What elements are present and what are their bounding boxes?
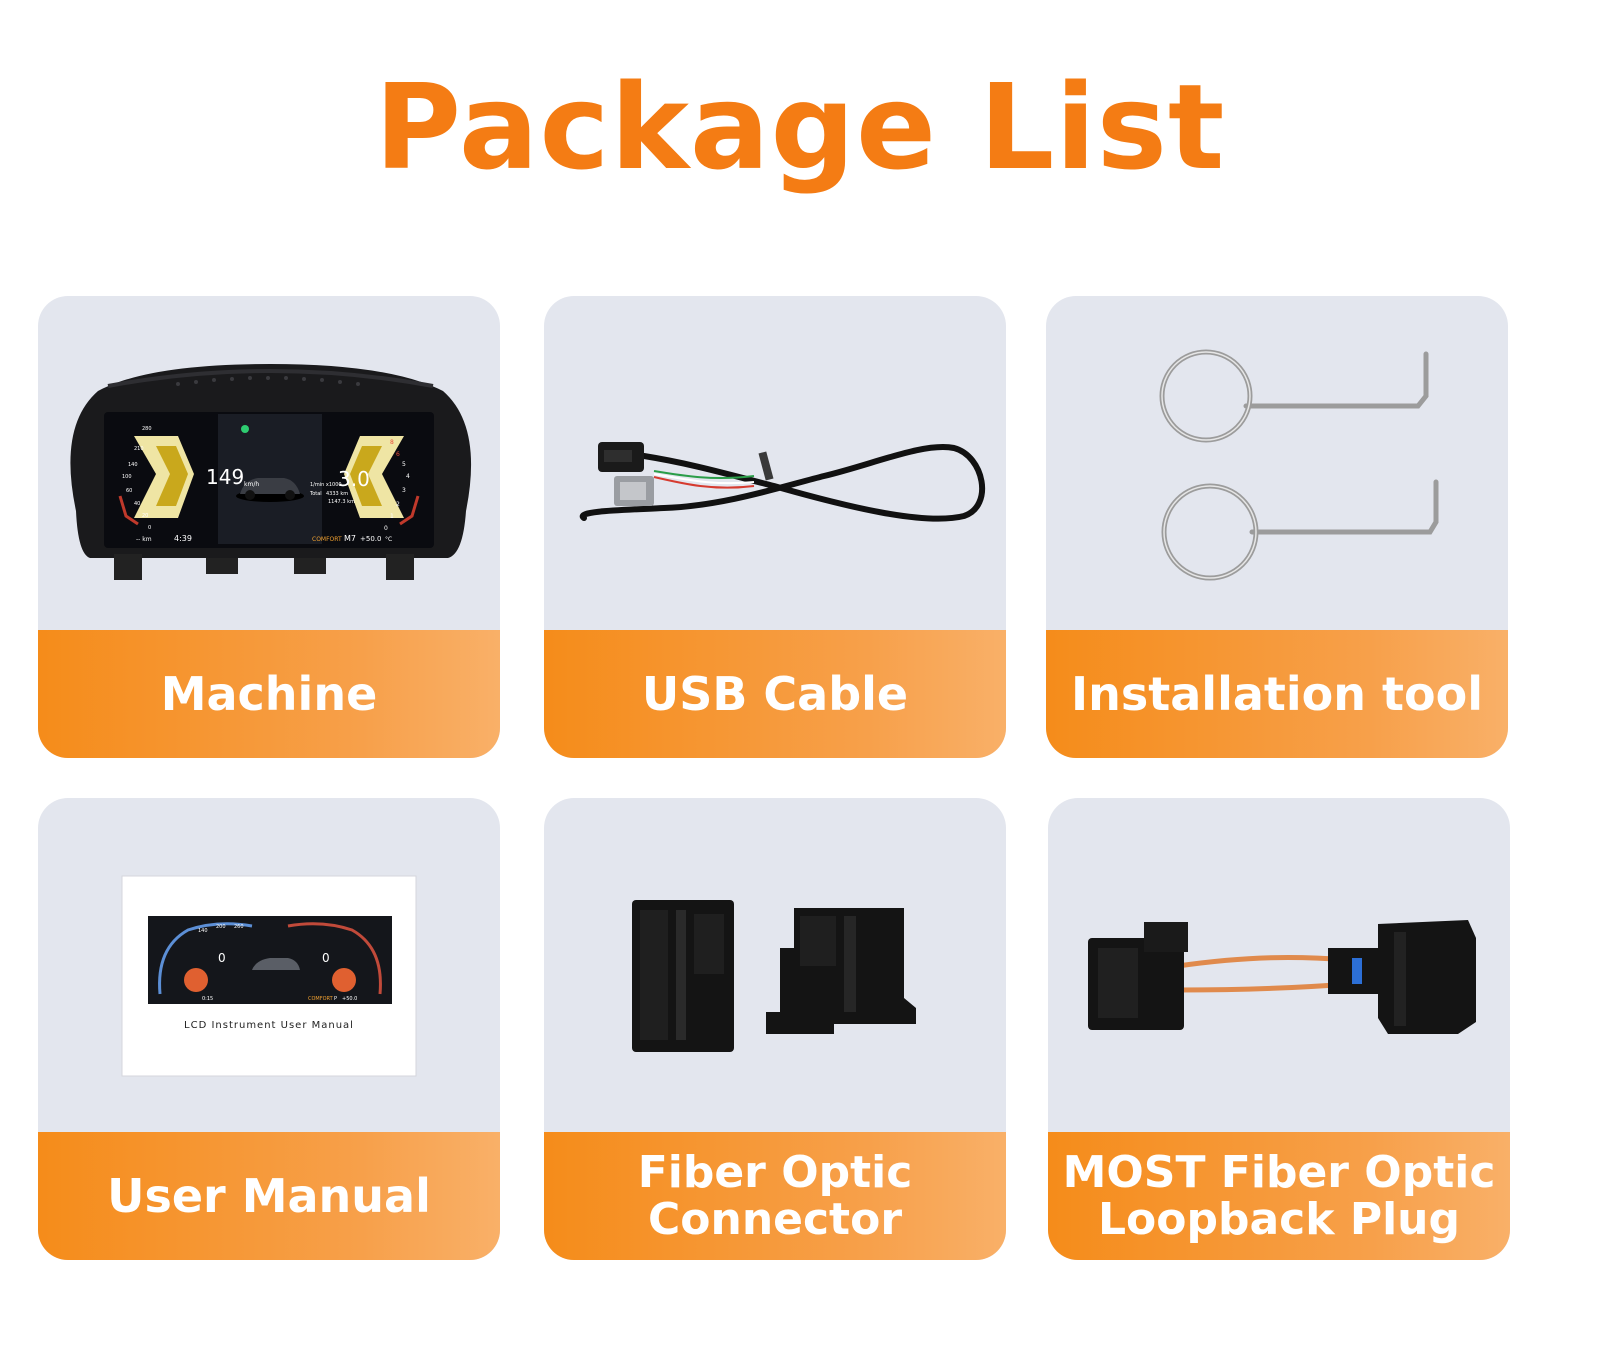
dash-time: 4:39 (174, 534, 192, 543)
svg-text:140: 140 (128, 462, 138, 468)
card-band: MOST Fiber Optic Loopback Plug (1048, 1132, 1510, 1260)
dash-temp: +50.0 (360, 535, 381, 543)
manual-gear: P (334, 996, 337, 1002)
item-label-user-manual: User Manual (107, 1169, 431, 1223)
dash-trip-value: 1147.3 km (328, 499, 355, 505)
led-dots (176, 376, 360, 386)
svg-text:280: 280 (142, 426, 152, 432)
svg-text:0: 0 (384, 525, 388, 532)
svg-text:100: 100 (122, 474, 132, 480)
manual-rpm: 0 (322, 951, 330, 965)
page-title: Package List (374, 58, 1226, 196)
svg-text:260: 260 (234, 924, 244, 930)
svg-text:140: 140 (198, 928, 208, 934)
card-usb-cable: USB Cable (544, 296, 1006, 758)
most-loopback-plug-image (1088, 920, 1476, 1034)
dash-speed-unit: km/h (244, 481, 259, 488)
card-band: Installation tool (1046, 630, 1508, 758)
svg-text:60: 60 (126, 488, 132, 494)
item-label-most-loopback-plug: MOST Fiber Optic Loopback Plug (1062, 1147, 1496, 1245)
item-label-machine: Machine (160, 667, 378, 721)
svg-text:6: 6 (396, 451, 400, 458)
dash-rpm: 3.0 (338, 467, 370, 491)
svg-text:0: 0 (148, 525, 151, 531)
card-band: User Manual (38, 1132, 500, 1260)
item-label-usb-cable: USB Cable (641, 667, 909, 721)
svg-text:200: 200 (216, 924, 226, 930)
svg-text:20: 20 (142, 513, 148, 519)
usb-cable-image (579, 442, 985, 522)
svg-text:1: 1 (390, 513, 394, 520)
manual-temp: +50.0 (342, 996, 357, 1002)
user-manual-image: 0 0 140 200 260 0:15 COMFORT P +50.0 LCD… (121, 875, 417, 1077)
dash-range: -- km (136, 536, 152, 543)
instrument-cluster-image: 149 km/h 3.0 1/min x1000 Total 4333 km 1… (70, 364, 472, 580)
dash-speed: 149 (206, 465, 244, 489)
svg-text:4: 4 (406, 473, 410, 480)
card-fiber-optic-connector: Fiber Optic Connector (544, 798, 1006, 1260)
item-label-installation-tool: Installation tool (1071, 667, 1483, 721)
item-label-fiber-optic-connector: Fiber Optic Connector (637, 1147, 913, 1245)
manual-ticks: 140 200 260 (198, 924, 244, 934)
dash-rpm-ticks: 8 6 5 4 3 2 1 0 (384, 439, 410, 532)
dash-speed-ticks: 280 210 140 100 60 40 20 0 (122, 426, 152, 531)
card-band: Machine (38, 630, 500, 758)
dash-gear: M7 (344, 534, 356, 543)
fiber-optic-connector-image (632, 900, 916, 1052)
dash-total-label: Total (309, 491, 322, 497)
manual-mode: COMFORT (308, 996, 334, 1002)
manual-speed: 0 (218, 951, 226, 965)
manual-trip: 0:15 (202, 996, 213, 1002)
installation-tool-image (1159, 349, 1439, 581)
card-most-loopback-plug: MOST Fiber Optic Loopback Plug (1048, 798, 1510, 1260)
dash-temp-unit: °C (385, 536, 392, 543)
svg-text:3: 3 (402, 487, 406, 494)
card-band: USB Cable (544, 630, 1006, 758)
svg-text:40: 40 (134, 501, 140, 507)
indicator-light-icon (241, 425, 249, 433)
dash-total-value: 4333 km (326, 491, 348, 497)
svg-text:8: 8 (390, 439, 394, 446)
dash-rpm-label: 1/min x1000 (310, 482, 342, 488)
manual-caption: LCD Instrument User Manual (184, 1020, 354, 1031)
svg-text:5: 5 (402, 461, 406, 468)
card-band: Fiber Optic Connector (544, 1132, 1006, 1260)
card-machine: 149 km/h 3.0 1/min x1000 Total 4333 km 1… (38, 296, 500, 758)
svg-text:2: 2 (396, 501, 400, 508)
card-user-manual: 0 0 140 200 260 0:15 COMFORT P +50.0 LCD… (38, 798, 500, 1260)
card-installation-tool: Installation tool (1046, 296, 1508, 758)
dash-mode: COMFORT (312, 536, 342, 543)
svg-text:210: 210 (134, 446, 144, 452)
